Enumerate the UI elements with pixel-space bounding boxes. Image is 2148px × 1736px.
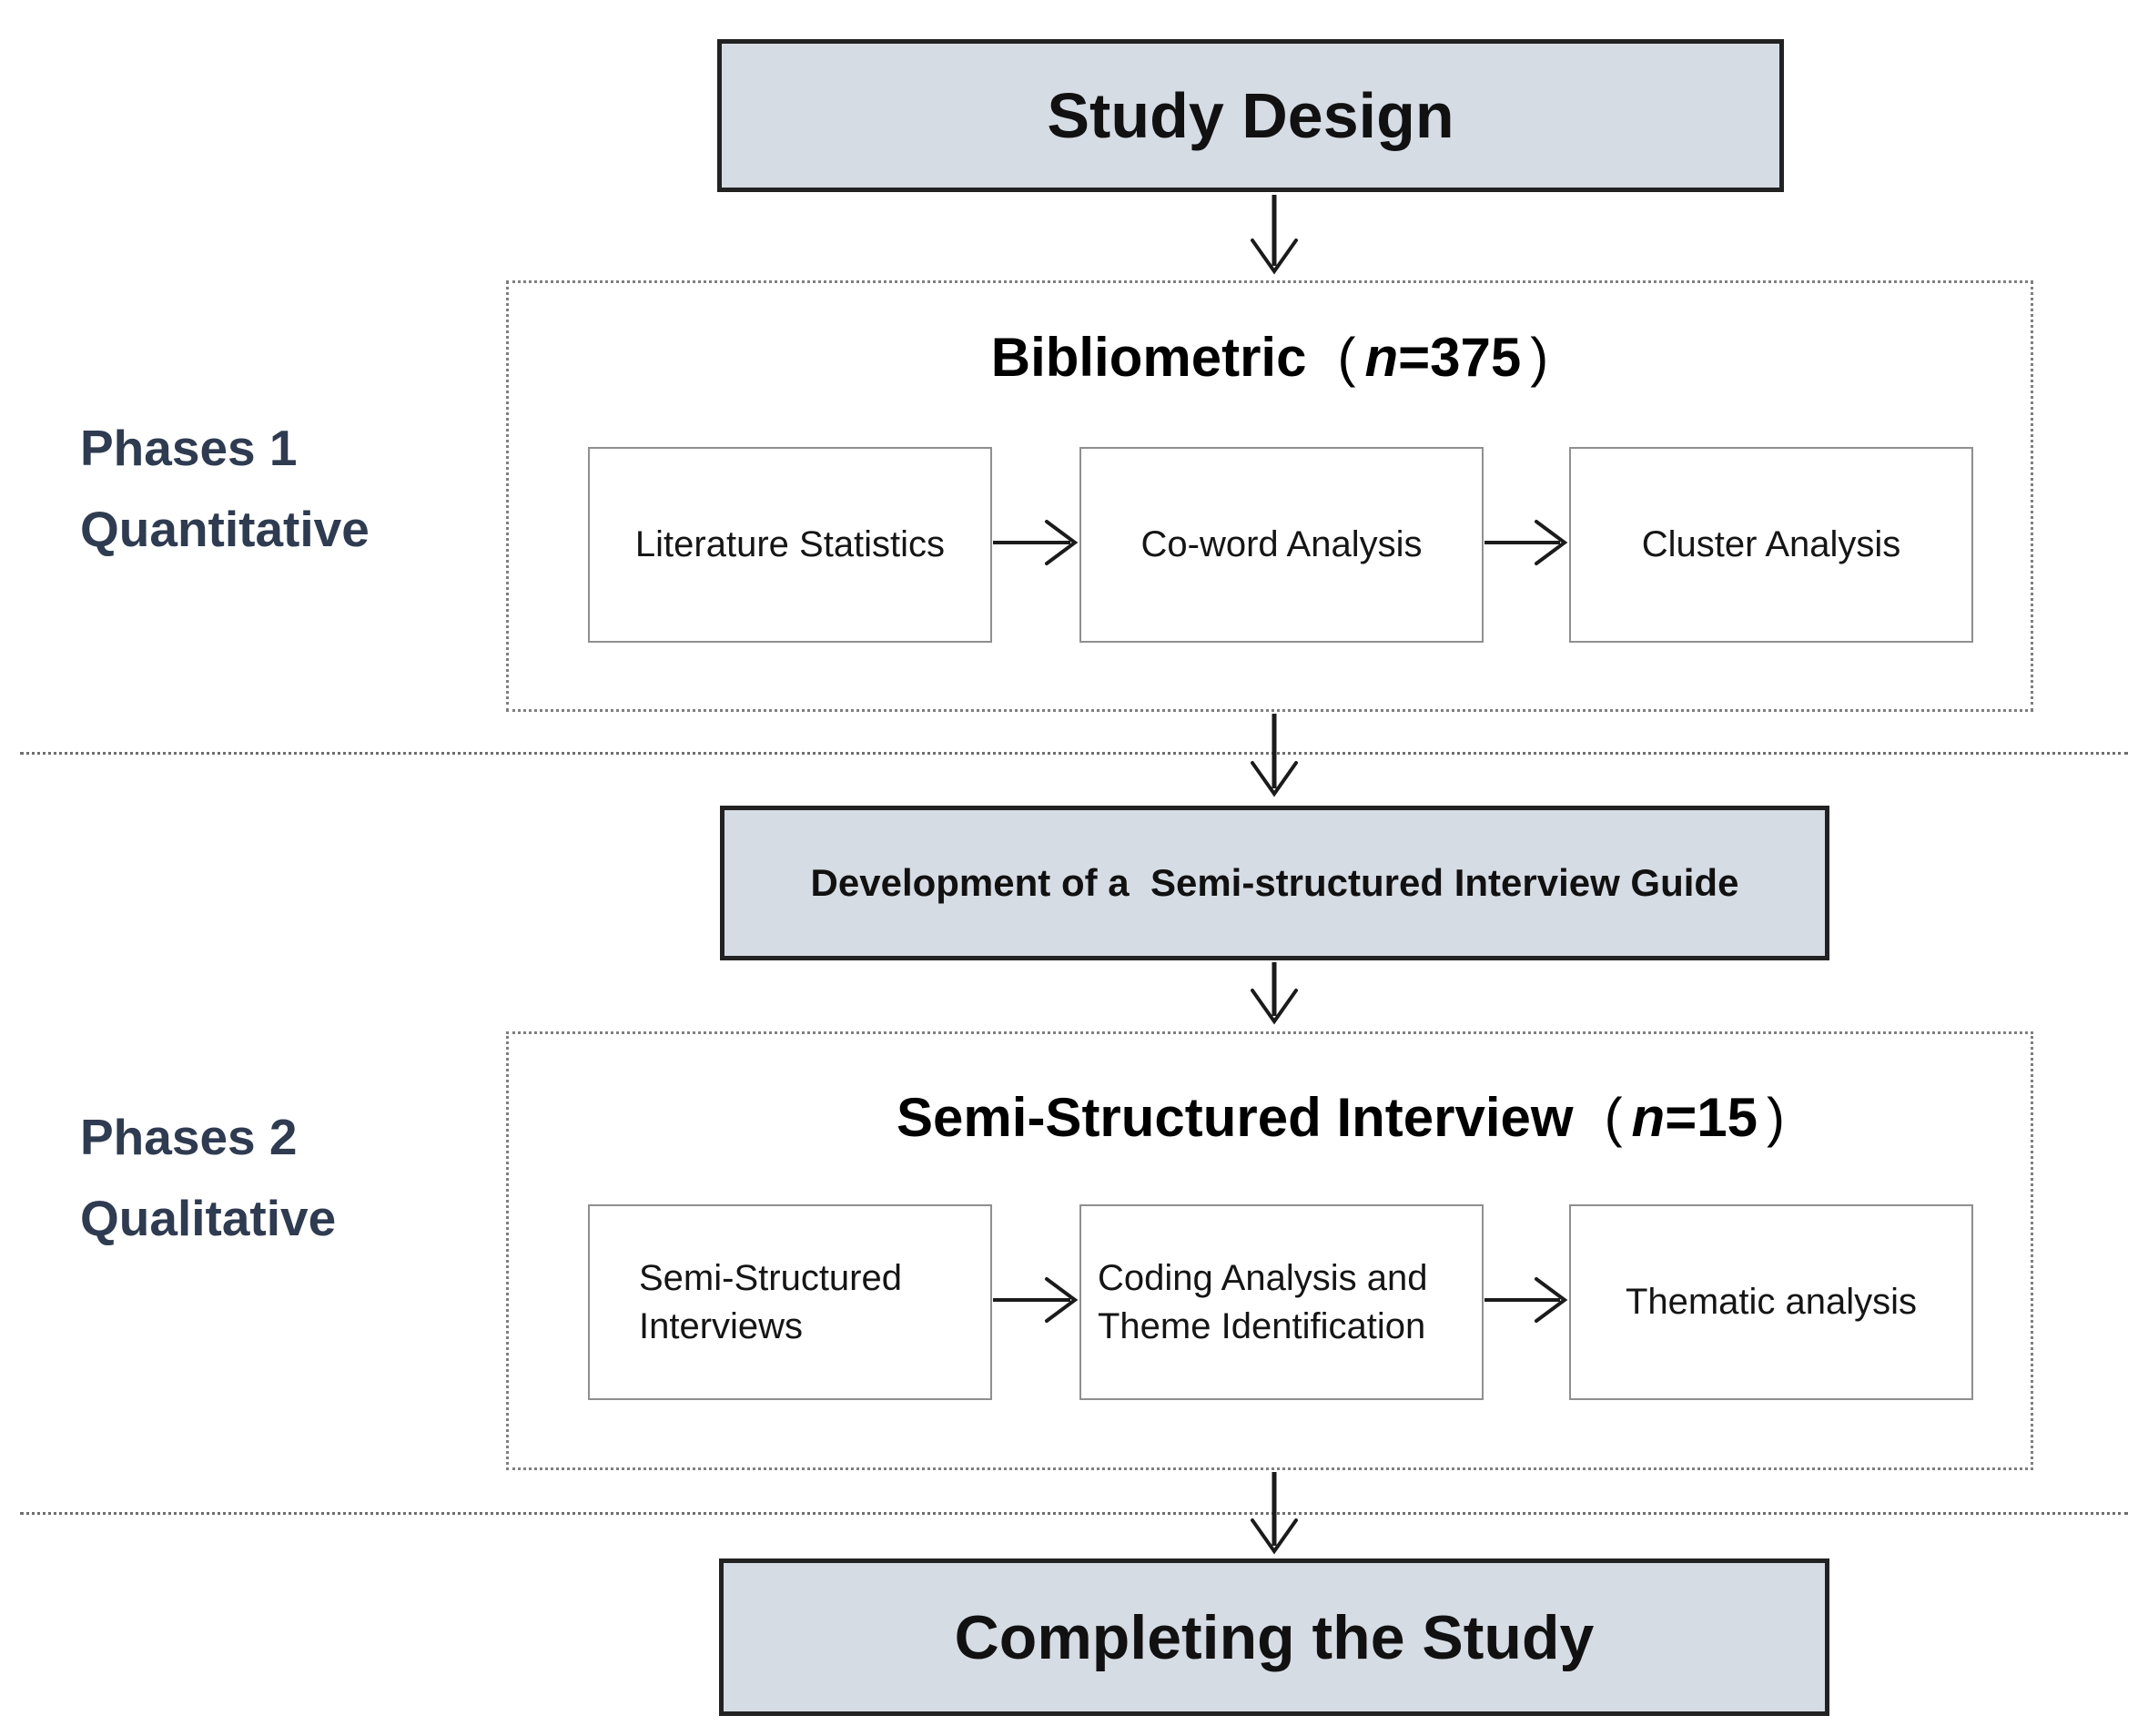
step-box-co-word-analysis: Co-word Analysis [1079,447,1484,643]
phase1-side-label-line1: Phases 1 [80,420,298,476]
arrow-down-icon [1251,195,1298,275]
phase1-side-label-line2: Quantitative [80,501,370,558]
phase1-side-label: Phases 1 Quantitative [80,408,370,570]
step-label: Thematic analysis [1625,1282,1918,1323]
phase1-title-text: Bibliometric [990,326,1307,388]
phase2-side-label-line2: Qualitative [80,1190,337,1247]
completing-study-label: Completing the Study [954,1602,1595,1672]
close-paren: ) [1766,1086,1785,1148]
close-paren: ) [1530,326,1549,388]
phase2-side-label: Phases 2 Qualitative [80,1097,336,1259]
step-box-literature-statistics: Literature Statistics [588,447,992,643]
interview-guide-label: Development of a Semi-structured Intervi… [810,861,1739,904]
step-box-coding-analysis: Coding Analysis and Theme Identification [1079,1204,1484,1400]
step-label: Semi-Structured Interviews [639,1257,902,1346]
sample-n: n [1631,1086,1666,1148]
step-label: Cluster Analysis [1641,524,1901,565]
phase1-container: Bibliometric (n=375) Literature Statistic… [506,280,2033,712]
open-paren: ( [1337,326,1356,388]
sample-n: n [1364,326,1399,388]
step-box-semi-structured-interviews: Semi-Structured Interviews [588,1204,992,1400]
open-paren: ( [1604,1086,1623,1148]
phase-divider-2 [20,1512,2128,1515]
step-label: Coding Analysis and Theme Identification [1098,1257,1428,1346]
phase2-sample-size: (n=15) [1605,1086,1785,1149]
step-box-thematic-analysis: Thematic analysis [1569,1204,1973,1400]
study-design-box: Study Design [717,39,1784,192]
sample-value: =375 [1398,326,1522,388]
phase2-title: Semi-Structured Interview (n=15) [509,1078,2031,1156]
step-label: Literature Statistics [634,524,946,565]
arrow-down-icon [1251,962,1298,1025]
phase2-side-label-line1: Phases 2 [80,1109,298,1165]
phase2-container: Semi-Structured Interview (n=15) Semi-Str… [506,1031,2033,1470]
step-box-cluster-analysis: Cluster Analysis [1569,447,1973,643]
step-label: Co-word Analysis [1140,524,1423,565]
completing-study-box: Completing the Study [719,1558,1829,1716]
phase2-title-text: Semi-Structured Interview [897,1086,1574,1148]
phase-divider-1 [20,752,2128,755]
sample-value: =15 [1665,1086,1758,1148]
study-design-label: Study Design [1047,80,1454,151]
phase1-title: Bibliometric (n=375) [509,318,2031,396]
phase1-sample-size: (n=375) [1337,326,1548,389]
interview-guide-box: Development of a Semi-structured Intervi… [720,806,1829,960]
